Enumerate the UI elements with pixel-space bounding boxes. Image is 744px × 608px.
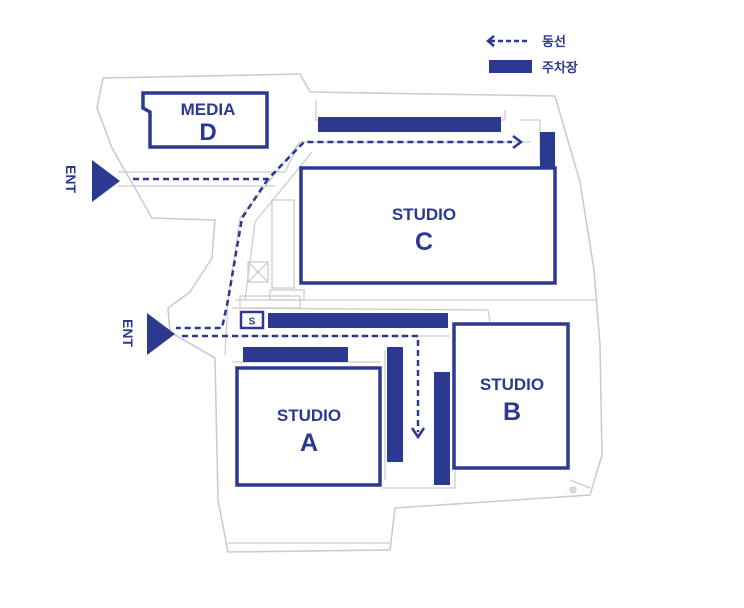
building-media-d: [141, 91, 269, 149]
legend-route-label: 동선: [542, 34, 566, 50]
site-boundary: [96, 73, 603, 553]
arrow-right-icon: [512, 135, 524, 149]
building-studio-a: [235, 366, 382, 487]
route-arrowheads: [410, 135, 524, 440]
parking-bar: [243, 347, 348, 362]
studio-b-letter: B: [503, 398, 521, 426]
parking-bar: [434, 372, 450, 485]
studio-a-letter: A: [300, 429, 318, 457]
studio-a-title: STUDIO: [277, 406, 341, 425]
studio-c-title: STUDIO: [392, 205, 456, 224]
media-d-letter: D: [199, 119, 216, 146]
parking-bar: [268, 313, 448, 328]
parking-areas: [243, 117, 555, 485]
media-d-title: MEDIA: [181, 100, 236, 119]
legend-parking-swatch: [489, 60, 532, 73]
entrance-marker: [147, 313, 175, 355]
entrance-label: ENT: [63, 165, 79, 193]
entrance-marker: [92, 160, 120, 202]
studio-c-letter: C: [415, 228, 433, 256]
legend: 동선 주차장: [486, 34, 578, 76]
parking-bar: [318, 117, 501, 132]
legend-parking-label: 주차장: [542, 60, 578, 76]
building-studio-c: [299, 166, 557, 285]
studio-b-title: STUDIO: [480, 375, 544, 394]
parking-bar: [387, 347, 403, 462]
legend-route-arrow-icon: [486, 35, 495, 47]
parking-bar: [540, 132, 555, 167]
route-paths: [133, 140, 512, 432]
entrance-label: ENT: [120, 319, 136, 347]
security-booth-label: S: [249, 317, 256, 328]
arrow-down-icon: [410, 427, 426, 440]
security-booth: [239, 310, 265, 330]
building-studio-b: [452, 322, 570, 470]
